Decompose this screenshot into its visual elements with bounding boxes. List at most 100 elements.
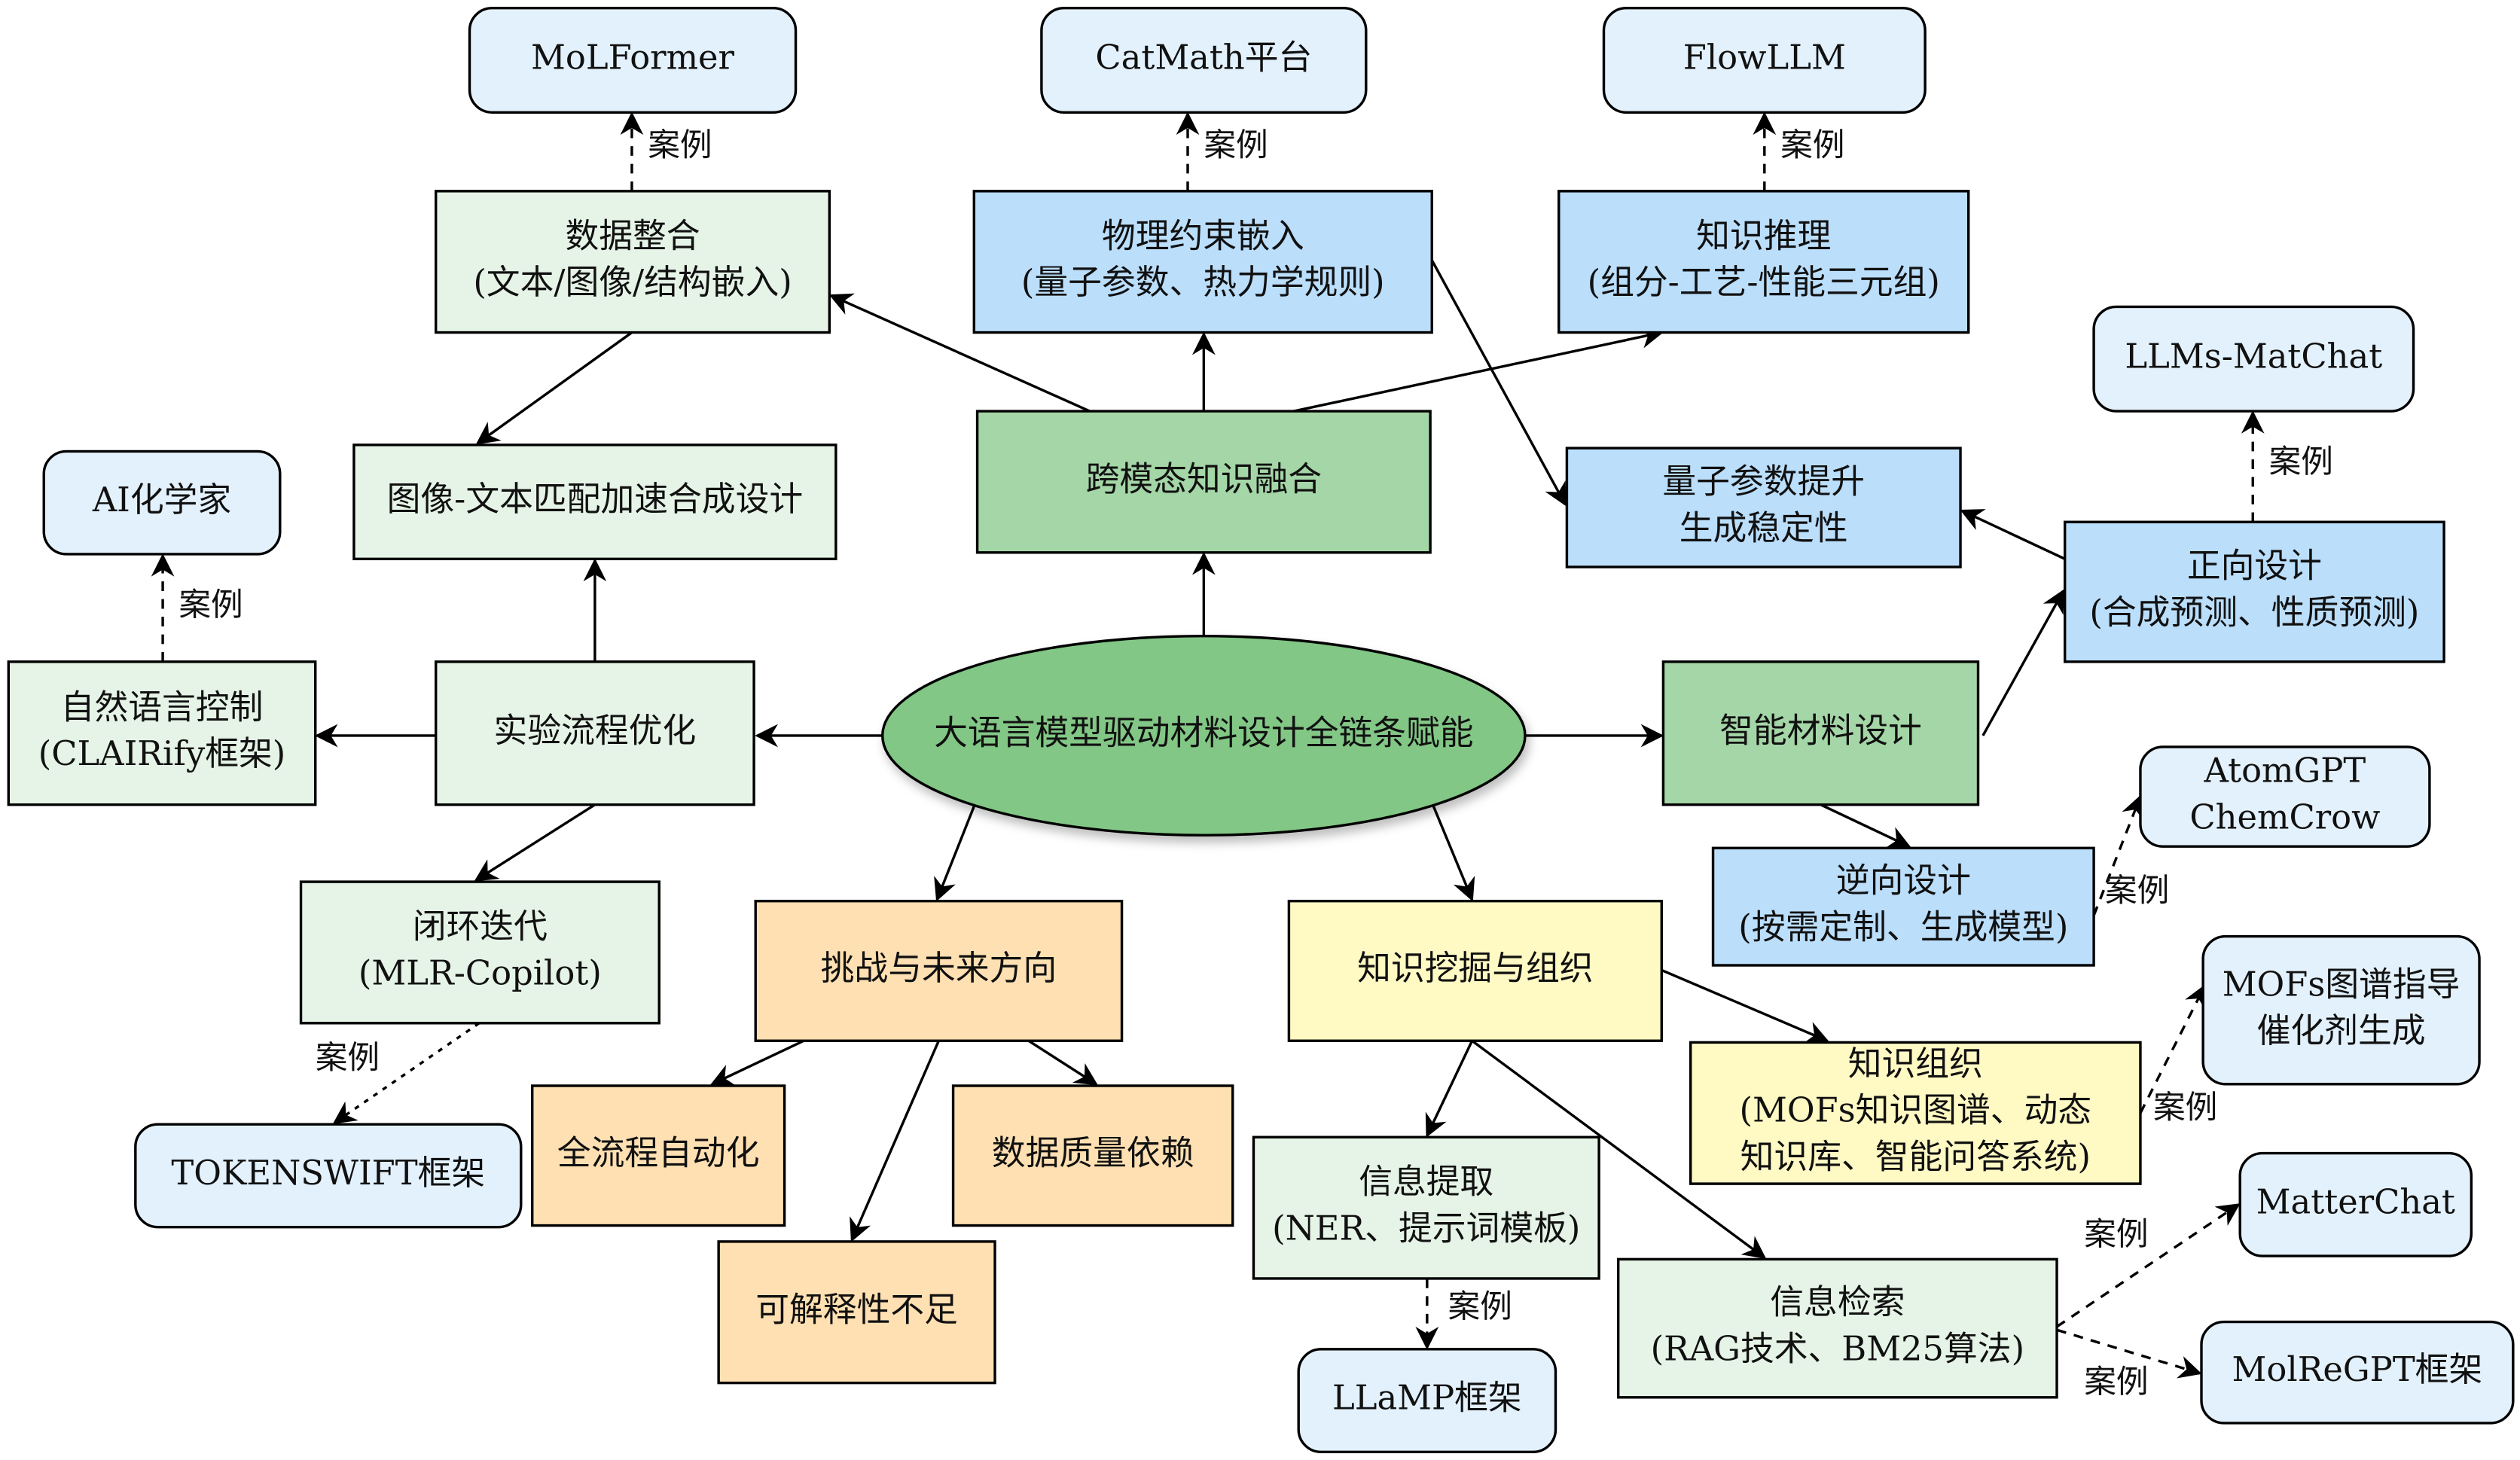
node-label: ChemCrow	[2189, 797, 2380, 837]
edge-smart-design-to-forward-design	[1982, 589, 2065, 736]
node-label: 可解释性不足	[755, 1289, 958, 1329]
node-catmath: CatMath平台	[1040, 6, 1368, 114]
node-box	[1616, 1257, 2058, 1399]
edge-smart-design-to-inverse-design	[1820, 803, 1911, 849]
edge-knowledge-mining-to-knowledge-org	[1661, 968, 1829, 1044]
node-ai-chemist: AI化学家	[42, 450, 282, 556]
node-box	[717, 1240, 996, 1385]
node-box	[2063, 520, 2445, 663]
edge-info-retrieval-to-matterchat	[2056, 1203, 2241, 1328]
edge-knowledge-mining-to-info-retrieval	[1471, 1039, 1767, 1260]
node-label: TOKENSWIFT框架	[171, 1153, 485, 1193]
node-box	[1557, 190, 1970, 334]
edge-knowledge-mining-to-info-extraction	[1425, 1040, 1474, 1138]
node-label: CatMath平台	[1095, 37, 1312, 77]
node-llamp: LLaMP框架	[1297, 1348, 1557, 1454]
edge-info-retrieval-to-molregpt	[2056, 1328, 2202, 1379]
node-box	[1297, 1348, 1557, 1454]
edge-label-case: 案例	[2105, 872, 2169, 910]
node-label: 信息提取	[1359, 1162, 1493, 1202]
node-interpretability: 可解释性不足	[717, 1240, 996, 1385]
edge-forward-design-to-quantum-stability	[1960, 509, 2066, 560]
node-label: (按需定制、生成模型)	[1738, 907, 2068, 947]
node-root: 大语言模型驱动材料设计全链条赋能	[881, 635, 1527, 837]
node-label: (MOFs知识图谱、动态	[1740, 1090, 2092, 1130]
edge-label-case: 案例	[316, 1039, 380, 1077]
node-label: LLMs-MatChat	[2125, 336, 2382, 376]
edge-fusion-to-knowledge-reasoning	[1293, 325, 1664, 413]
edge-root-to-knowledge-mining	[1432, 806, 1475, 902]
node-label: (组分-工艺-性能三元组)	[1588, 262, 1940, 302]
node-box	[7, 660, 317, 806]
edge-closed-loop-to-tokenswift	[332, 1022, 481, 1124]
node-label: (NER、提示词模板)	[1272, 1209, 1580, 1248]
node-box	[1252, 1135, 1600, 1280]
node-label: 实验流程优化	[494, 710, 697, 750]
root-ellipse	[881, 635, 1527, 837]
node-box	[352, 443, 837, 561]
node-box	[1711, 846, 2095, 967]
node-label: LLaMP框架	[1332, 1378, 1522, 1418]
node-label: MatterChat	[2256, 1181, 2455, 1221]
node-label: 逆向设计	[1836, 861, 1971, 901]
node-box	[2238, 1151, 2473, 1257]
node-data-integration: 数据整合 (文本/图像/结构嵌入)	[435, 190, 831, 334]
node-molregpt: MolReGPT框架	[2200, 1320, 2515, 1425]
node-box	[435, 660, 755, 806]
edge-label-case: 案例	[1448, 1288, 1512, 1325]
edge-challenges-to-full-automation	[709, 1039, 804, 1086]
node-box	[1689, 1041, 2142, 1185]
node-challenges: 挑战与未来方向	[754, 899, 1124, 1042]
node-box	[468, 6, 798, 114]
node-label: (文本/图像/结构嵌入)	[473, 262, 792, 302]
node-label: (量子参数、热力学规则)	[1021, 262, 1385, 302]
node-knowledge-reasoning: 知识推理 (组分-工艺-性能三元组)	[1557, 190, 1970, 334]
node-label: AtomGPT	[2204, 751, 2366, 791]
node-label: 数据整合	[565, 215, 700, 255]
node-box	[951, 1084, 1234, 1227]
edge-data-integration-to-image-text	[475, 331, 633, 445]
edge-label-case: 案例	[2269, 443, 2333, 480]
node-label: 知识推理	[1696, 215, 1831, 255]
node-label: 正向设计	[2187, 546, 2322, 586]
node-experiment: 实验流程优化	[435, 660, 755, 806]
edge-labels-layer: 案例案例案例案例案例案例案例案例案例案例案例	[178, 126, 2332, 1401]
node-label: 跨模态知识融合	[1086, 459, 1322, 498]
node-forward-design: 正向设计(合成预测、性质预测)	[2063, 520, 2445, 663]
node-box	[1565, 447, 1962, 568]
node-flowllm: FlowLLM	[1602, 6, 1927, 114]
node-llms-matchat: LLMs-MatChat	[2092, 305, 2415, 413]
node-label: 智能材料设计	[1719, 710, 1922, 750]
node-label: 自然语言控制	[61, 687, 264, 727]
node-box	[972, 190, 1433, 334]
node-label: (CLAIRify框架)	[38, 733, 285, 773]
node-label: 物理约束嵌入	[1102, 215, 1304, 255]
node-box	[2200, 1320, 2515, 1425]
node-label: AI化学家	[92, 480, 231, 520]
node-box	[435, 190, 831, 334]
edge-label-case: 案例	[2084, 1364, 2148, 1401]
node-label: 图像-文本匹配加速合成设计	[387, 479, 804, 519]
node-label: 生成稳定性	[1679, 507, 1848, 547]
node-fusion: 跨模态知识融合	[975, 410, 1432, 554]
node-data-quality: 数据质量依赖	[951, 1084, 1234, 1227]
node-label: 全流程自动化	[557, 1132, 760, 1172]
edge-label-case: 案例	[2084, 1215, 2148, 1253]
node-label: MoLFormer	[531, 37, 735, 77]
edge-knowledge-org-to-mofs-catalyst	[2139, 983, 2206, 1114]
edge-experiment-to-closed-loop	[474, 803, 596, 882]
node-label: 催化剂生成	[2257, 1010, 2426, 1050]
edge-challenges-to-data-quality	[1027, 1039, 1099, 1086]
node-label: 数据质量依赖	[992, 1132, 1194, 1172]
node-smart-design: 智能材料设计	[1661, 660, 1980, 806]
edge-fusion-to-data-integration	[828, 293, 1091, 413]
node-physics-embed: 物理约束嵌入 (量子参数、热力学规则)	[972, 190, 1433, 334]
node-label: 知识组织	[1848, 1044, 1983, 1084]
edges-layer	[151, 111, 2265, 1379]
edge-label-case: 案例	[1780, 126, 1844, 164]
